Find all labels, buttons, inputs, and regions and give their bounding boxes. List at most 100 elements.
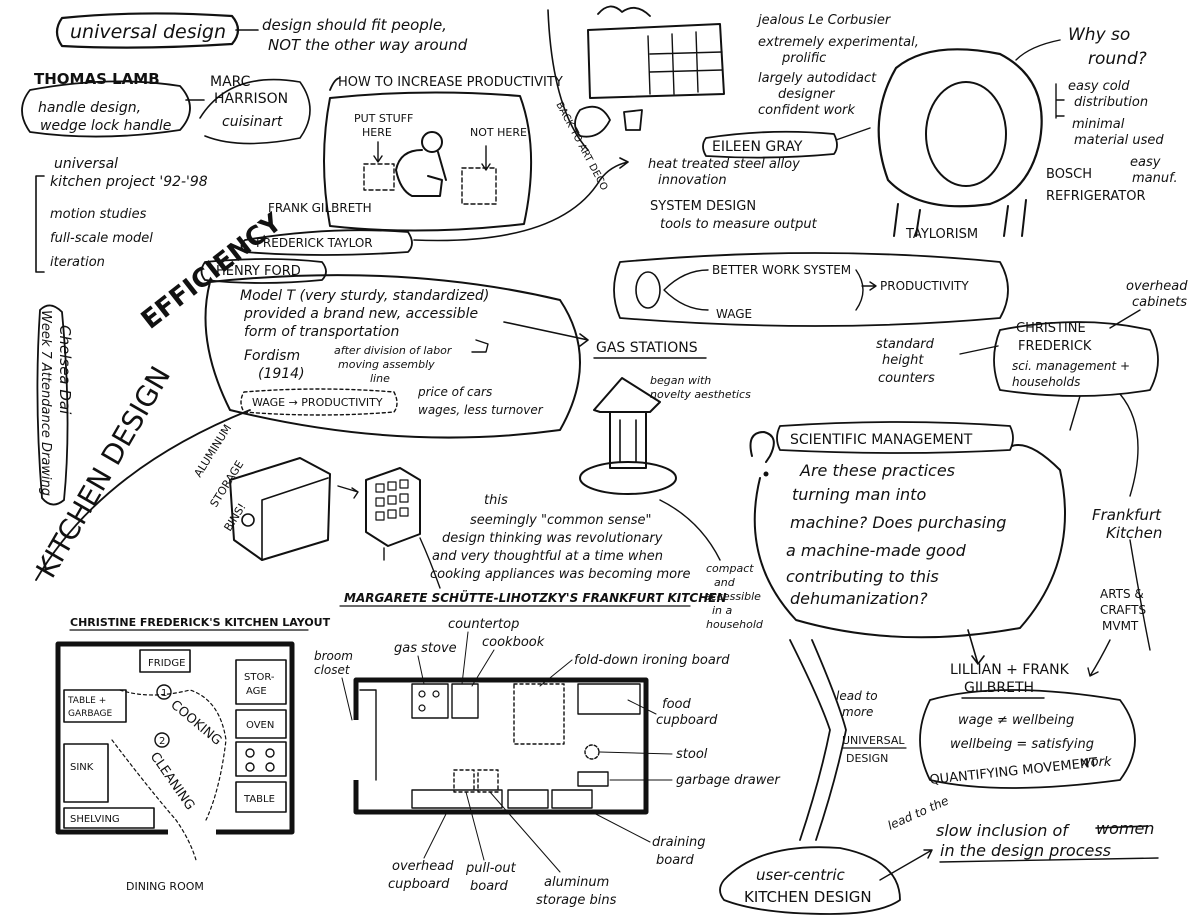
bosch-1: BOSCH — [1046, 167, 1092, 182]
universal-note-1: design should fit people, — [262, 16, 447, 34]
frankfurt-aluminum-1: aluminum — [544, 875, 609, 890]
frankfurt-walls — [356, 680, 646, 812]
common-sense-2: seemingly "common sense" — [470, 513, 651, 528]
connector-line — [836, 128, 870, 140]
sink-box — [64, 744, 108, 802]
frankfurt-label-group: Frankfurt Kitchen ARTS & CRAFTS MVMT — [1088, 506, 1162, 676]
thomas-lamb-group: THOMAS LAMB handle design, wedge lock ha… — [22, 70, 204, 137]
burner-icon — [433, 691, 439, 697]
division-1: after division of labor — [334, 344, 453, 357]
lead-universal-1: lead to — [836, 689, 878, 703]
leader-lines — [342, 632, 672, 872]
frankfurt-food-2: cupboard — [656, 713, 718, 728]
lillian-wellbeing-1: wellbeing = satisfying — [950, 737, 1094, 752]
frankfurt-cookbook: cookbook — [482, 635, 545, 650]
gray-note-6: confident work — [758, 103, 855, 118]
lillian-name-1: LILLIAN + FRANK — [950, 662, 1070, 678]
layout-table-garbage-2: GARBAGE — [68, 709, 113, 719]
scientific-group: SCIENTIFIC MANAGEMENT Are these practice… — [751, 422, 1066, 664]
universal-note-2: NOT the other way around — [268, 36, 468, 54]
kitchen-project-item-1: motion studies — [50, 207, 147, 222]
arrow-chevron-icon — [790, 640, 846, 840]
arrow-icon — [880, 850, 932, 880]
frankfurt-countertop: countertop — [448, 617, 519, 632]
taylor-figure-icon — [636, 272, 660, 308]
draining-row — [552, 790, 592, 808]
burner-icon — [246, 763, 254, 771]
bins-line-2: STORAGE — [208, 458, 247, 509]
sink-row — [508, 790, 548, 808]
frankfurt-broom-1: broom — [314, 649, 353, 663]
common-sense-5: cooking appliances was becoming more — [430, 567, 690, 582]
question-mark-icon — [751, 432, 774, 462]
overhead-2: cabinets — [1132, 295, 1187, 310]
frankfurt-pullout-2: board — [470, 879, 509, 894]
harrison-item: cuisinart — [222, 114, 283, 130]
side-1: compact — [706, 562, 754, 575]
bins-group: ALUMINUM STORAGE BINS! — [192, 422, 420, 560]
frankfurt-stool: stool — [676, 747, 708, 762]
scientific-q-4: a machine-made good — [786, 541, 967, 560]
not-here: NOT HERE — [470, 126, 527, 139]
cabinet-grid — [648, 32, 722, 94]
layout-cooking: COOKING — [167, 698, 224, 749]
why-2: round? — [1088, 49, 1147, 69]
layout-title: CHRISTINE FREDERICK'S KITCHEN LAYOUT — [70, 616, 331, 629]
bins-line-3: BINS! — [222, 501, 249, 534]
gray-note-4: largely autodidact — [758, 71, 877, 86]
kitchen-project-group: universal kitchen project '92-'98 motion… — [36, 156, 208, 272]
frankfurt-draining-1: draining — [652, 835, 706, 850]
dotted-box-not-here — [462, 168, 496, 204]
scientific-q-5: contributing to this — [786, 567, 939, 586]
quantifying-movement: QUANTIFYING MOVEMENT — [929, 755, 1098, 788]
author-line-2: Week 7 Attendance Drawing — [38, 310, 53, 496]
connector-line — [1070, 396, 1080, 430]
arts-1: ARTS & — [1100, 587, 1144, 601]
kitchen-layout-group: CHRISTINE FREDERICK'S KITCHEN LAYOUT FRI… — [58, 616, 331, 893]
standard-3: counters — [878, 371, 935, 386]
kitchen-project-title-1: universal — [54, 156, 118, 172]
division-2: moving assembly — [338, 358, 435, 371]
bins-box — [478, 770, 498, 792]
frankfurt-garbage: garbage drawer — [676, 773, 781, 788]
put-stuff: PUT STUFF — [354, 112, 413, 125]
bin-grid — [376, 480, 408, 520]
layout-sink: SINK — [70, 762, 94, 773]
burner-icon — [419, 691, 425, 697]
burner-icon — [419, 705, 425, 711]
bracket — [36, 176, 44, 272]
common-sense-3: design thinking was revolutionary — [442, 531, 663, 546]
frankfurt-gas-stove: gas stove — [394, 641, 457, 656]
question-dot — [764, 472, 769, 477]
frankfurt-broom-2: closet — [314, 663, 351, 677]
pullout-box — [454, 770, 474, 792]
kitchen-project-item-3: iteration — [50, 255, 105, 270]
marc-harrison-group: MARC HARRISON cuisinart — [200, 74, 310, 144]
scientific-q-6: dehumanization? — [790, 589, 928, 608]
harrison-name-2: HARRISON — [214, 91, 288, 107]
scientific-q-3: machine? Does purchasing — [790, 513, 1006, 532]
gas-stations-title: GAS STATIONS — [596, 340, 698, 356]
connector-line — [1120, 394, 1138, 496]
layout-fridge: FRIDGE — [148, 658, 185, 669]
christine-name-1: CHRISTINE — [1016, 321, 1086, 336]
garbage-drawer-box — [578, 772, 608, 786]
frankfurt-label-2: Kitchen — [1106, 524, 1162, 542]
dotted-box-here — [364, 164, 394, 190]
christine-desc-1: sci. management + — [1012, 359, 1130, 373]
ford-model-3: form of transportation — [244, 324, 399, 340]
christine-name-2: FREDERICK — [1018, 339, 1092, 354]
layout-storage-1: STOR- — [244, 672, 275, 683]
kitchen-project-item-2: full-scale model — [50, 231, 153, 246]
author-group: Chelsea Dai Week 7 Attendance Drawing — [37, 305, 74, 504]
cleaning-num: 2 — [159, 736, 165, 747]
decor-lamp-icon — [624, 110, 642, 130]
bosch-2: REFRIGERATOR — [1046, 189, 1145, 204]
bin-handle-icon — [242, 514, 254, 526]
easy-cold-1: easy cold — [1068, 79, 1130, 94]
gray-note-2: extremely experimental, — [758, 35, 919, 50]
food-cupboard-box — [578, 684, 640, 714]
ford-wages: wages, less turnover — [418, 403, 544, 417]
burner-icon — [246, 749, 254, 757]
